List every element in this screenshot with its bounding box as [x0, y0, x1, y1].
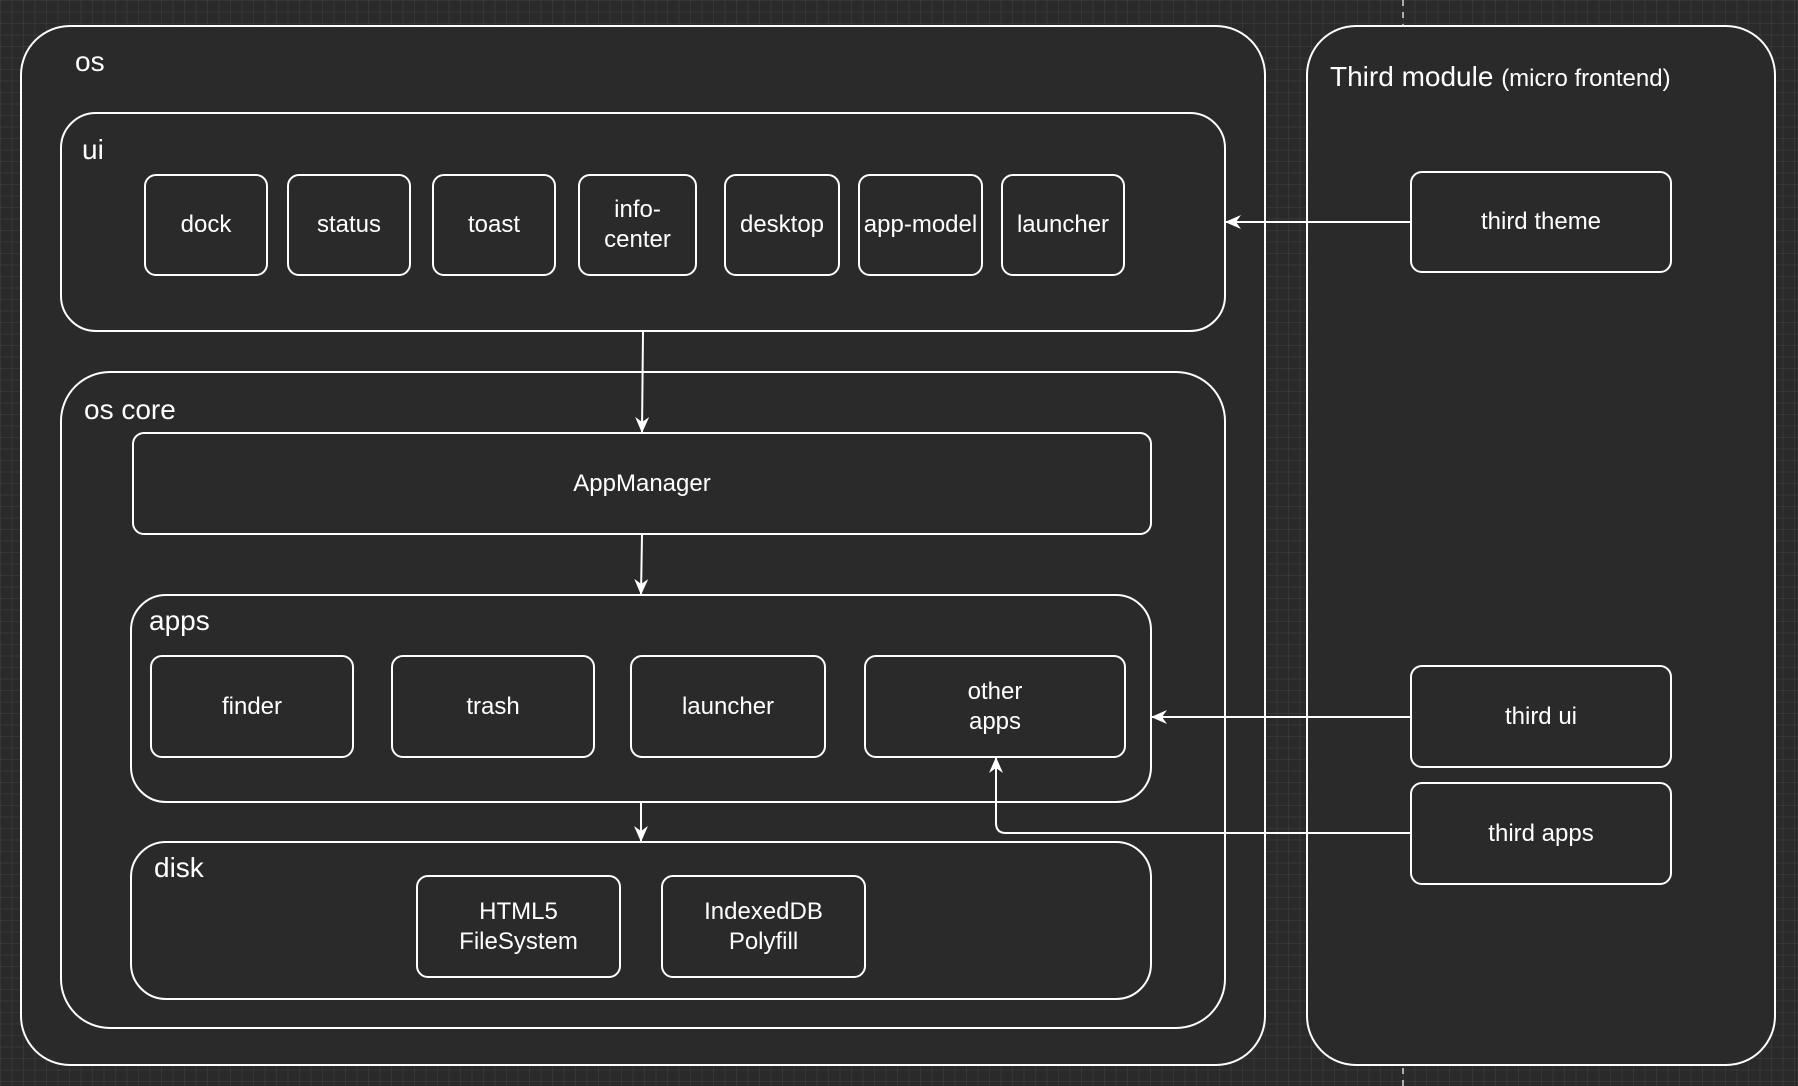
- ui-item-info-center[interactable]: info- center: [578, 174, 697, 276]
- app-item-trash[interactable]: trash: [391, 655, 595, 758]
- ui-item-app-model[interactable]: app-model: [858, 174, 983, 276]
- os-core-title: os core: [84, 394, 176, 425]
- app-item-finder[interactable]: finder: [150, 655, 354, 758]
- third-apps[interactable]: third apps: [1410, 782, 1672, 885]
- app-manager[interactable]: AppManager: [132, 432, 1152, 535]
- third-module-subtitle: (micro frontend): [1501, 65, 1671, 92]
- ui-item-launcher[interactable]: launcher: [1001, 174, 1125, 276]
- third-module-title: Third module (micro frontend): [1330, 63, 1671, 91]
- app-item-other-apps[interactable]: other apps: [864, 655, 1126, 758]
- disk-title: disk: [154, 852, 204, 883]
- ui-item-dock[interactable]: dock: [144, 174, 268, 276]
- ui-item-desktop[interactable]: desktop: [724, 174, 840, 276]
- ui-item-status[interactable]: status: [287, 174, 411, 276]
- app-item-launcher[interactable]: launcher: [630, 655, 826, 758]
- apps-title: apps: [149, 605, 210, 636]
- disk-item-html5-filesystem[interactable]: HTML5 FileSystem: [416, 875, 621, 978]
- ui-item-toast[interactable]: toast: [432, 174, 556, 276]
- third-module-title-main: Third module: [1330, 61, 1494, 92]
- os-title: os: [75, 46, 105, 77]
- third-ui[interactable]: third ui: [1410, 665, 1672, 768]
- disk-item-indexeddb-polyfill[interactable]: IndexedDB Polyfill: [661, 875, 866, 978]
- third-theme[interactable]: third theme: [1410, 171, 1672, 273]
- ui-title: ui: [82, 134, 104, 165]
- disk-group: [130, 841, 1152, 1000]
